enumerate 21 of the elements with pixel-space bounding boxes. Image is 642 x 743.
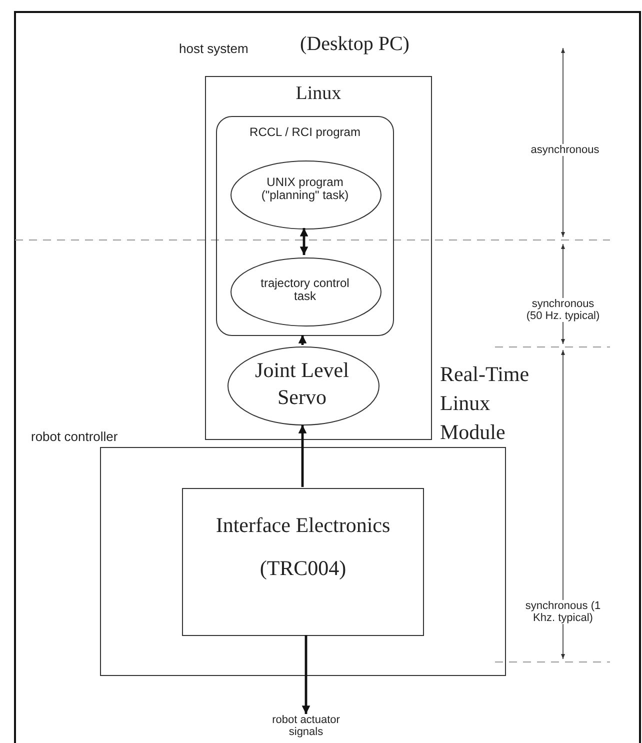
system-box <box>182 488 424 636</box>
arrow <box>300 228 308 255</box>
interface-label: Interface Electronics <box>214 513 392 538</box>
task-label: trajectory control task <box>260 277 350 303</box>
os-heading: Linux <box>294 83 342 105</box>
program-heading: RCCL / RCI program <box>248 125 362 139</box>
system-heading: host system <box>179 41 248 56</box>
task-ellipse <box>227 346 380 426</box>
controller-heading: robot controller <box>31 429 118 444</box>
signal-label: robot actuator signals <box>271 714 341 738</box>
arrow <box>302 635 310 714</box>
interface-label: (TRC004) <box>258 556 348 581</box>
task-label: UNIX program ("planning" task) <box>260 176 350 202</box>
task-ellipse <box>230 160 382 230</box>
timing-label: synchronous (1 Khz. typical) <box>523 600 603 624</box>
arrow <box>298 425 307 487</box>
program-container <box>216 116 394 336</box>
arrow <box>298 335 307 345</box>
task-ellipse <box>230 257 382 327</box>
system-subheading: (Desktop PC) <box>300 33 410 56</box>
servo-label: Joint Level Servo <box>254 357 350 411</box>
